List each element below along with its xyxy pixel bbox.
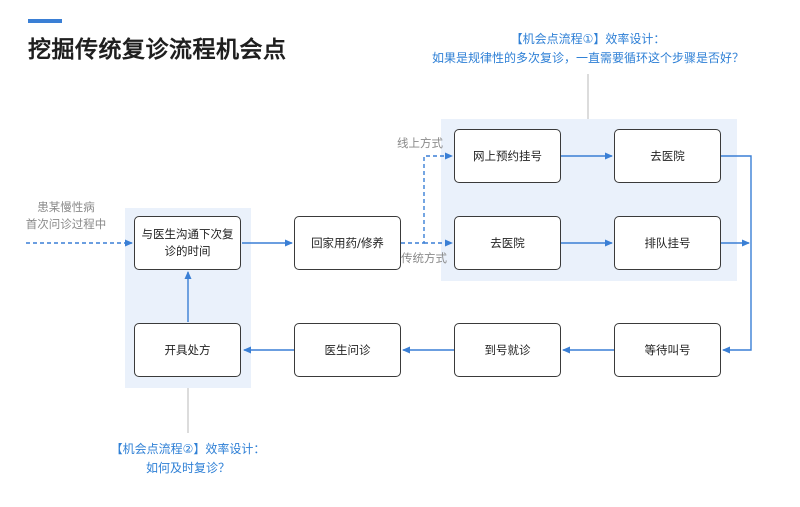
node-discuss-line2: 诊的时间 (164, 244, 211, 258)
node-prescribe: 开具处方 (134, 323, 241, 377)
node-home-medication: 回家用药/修养 (294, 216, 401, 270)
branch-label-online: 线上方式 (397, 136, 443, 150)
arrow-home-to-online-register (401, 152, 453, 244)
opportunity-callout-2-title: 【机会点流程②】效率设计： (110, 442, 266, 456)
branch-label-traditional: 传统方式 (401, 251, 447, 265)
node-discuss-line1: 与医生沟通下次复 (141, 227, 234, 241)
opportunity-callout-1-question: 如果是规律性的多次复诊，一直需要循环这个步骤是否好？ (431, 51, 744, 65)
opportunity-callout-1: 【机会点流程①】效率设计： 如果是规律性的多次复诊，一直需要循环这个步骤是否好？ (388, 30, 788, 68)
node-wait-call: 等待叫号 (614, 323, 721, 377)
node-go-hospital-traditional: 去医院 (454, 216, 561, 270)
start-label: 患某慢性病 首次问诊过程中 (18, 199, 114, 233)
opportunity-callout-2: 【机会点流程②】效率设计： 如何及时复诊？ (78, 440, 298, 478)
opportunity-callout-1-title: 【机会点流程①】效率设计： (510, 32, 666, 46)
title-accent-bar (28, 19, 62, 23)
start-label-line1: 患某慢性病 (37, 200, 95, 214)
page-title: 挖掘传统复诊流程机会点 (28, 37, 287, 63)
node-online-register: 网上预约挂号 (454, 129, 561, 183)
node-queue-register: 排队挂号 (614, 216, 721, 270)
node-discuss-next-visit: 与医生沟通下次复 诊的时间 (134, 216, 241, 270)
start-label-line2: 首次问诊过程中 (25, 217, 107, 231)
node-go-hospital-online: 去医院 (614, 129, 721, 183)
node-doctor-consult: 医生问诊 (294, 323, 401, 377)
node-checkin: 到号就诊 (454, 323, 561, 377)
arrow-hospital-to-wait-top (721, 155, 752, 354)
opportunity-callout-2-question: 如何及时复诊？ (145, 461, 230, 475)
